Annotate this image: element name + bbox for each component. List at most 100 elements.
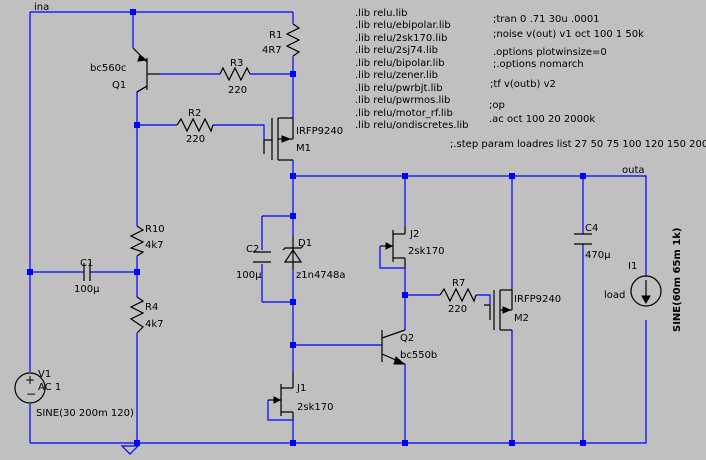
wires — [29, 11, 647, 444]
junction-dot — [580, 173, 586, 179]
lib-directive: .lib relu/bipolar.lib — [355, 58, 445, 69]
c2-capacitor[interactable] — [253, 251, 271, 263]
v1-value: AC 1 — [38, 382, 61, 393]
junction-dot — [402, 440, 408, 446]
c2-value: 100µ — [236, 270, 262, 281]
junction-dot — [290, 173, 296, 179]
lib-directive: .lib relu/ebipolar.lib — [355, 20, 451, 31]
v1-value2: SINE(30 200m 120) — [36, 408, 134, 419]
q1-ref: Q1 — [112, 80, 126, 91]
junction-dot — [402, 173, 408, 179]
wire-ground-to-i1 — [583, 320, 647, 444]
junction-dot — [134, 269, 140, 275]
net-label-ina: ina — [34, 2, 49, 13]
r4-value: 4k7 — [145, 319, 164, 330]
r3-value: 220 — [228, 85, 247, 96]
j1-jfet[interactable] — [268, 372, 294, 420]
c4-capacitor[interactable] — [574, 233, 592, 245]
r4-ref: R4 — [145, 302, 158, 313]
j1-ref: J1 — [296, 383, 306, 394]
junction-dot — [290, 299, 296, 305]
r1-value: 4R7 — [262, 45, 282, 56]
j2-value: 2sk170 — [408, 246, 444, 257]
i1-value2: SINE(60m 65m 1k) — [672, 227, 683, 332]
wire-outa — [293, 175, 647, 250]
wire-r2-to-m1 — [213, 124, 265, 140]
c1-ref: C1 — [80, 258, 93, 269]
wire-r7-to-m2 — [476, 294, 491, 305]
v1-ref: V1 — [38, 369, 51, 380]
op-directive: ;op — [489, 100, 505, 111]
q2-ref: Q2 — [400, 333, 414, 344]
m1-mosfet[interactable] — [263, 117, 294, 161]
junction-dot — [509, 440, 515, 446]
junction-dot — [27, 269, 33, 275]
r10-resistor[interactable] — [129, 225, 145, 257]
wire-j2-gate — [379, 246, 405, 269]
m2-value: IRFP9240 — [514, 294, 561, 305]
q1-transistor[interactable] — [132, 47, 160, 93]
lib-directive: .lib relu/zener.lib — [355, 70, 438, 81]
junction-dot — [402, 292, 408, 298]
svg-text:−: − — [26, 387, 36, 401]
junction-dot — [290, 213, 296, 219]
r2-value: 220 — [186, 134, 205, 145]
m2-mosfet[interactable] — [484, 289, 513, 331]
q1-value: bc560c — [90, 63, 126, 74]
r1-resistor[interactable] — [285, 23, 301, 57]
j2-jfet[interactable] — [380, 226, 406, 268]
junction-dot — [134, 122, 140, 128]
r7-resistor[interactable] — [439, 287, 477, 303]
i1-value: load — [604, 290, 625, 301]
d1-value: z1n4748a — [296, 270, 346, 281]
tf-directive: ;tf v(outb) v2 — [490, 79, 556, 90]
q2-value: bc550b — [400, 350, 437, 361]
lib-directive: .lib relu/ondiscretes.lib — [355, 120, 469, 131]
lib-directive: .lib relu/pwrbjt.lib — [355, 83, 443, 94]
i1-current-source[interactable] — [630, 275, 662, 307]
r7-value: 220 — [448, 304, 467, 315]
r10-ref: R10 — [145, 224, 165, 235]
lib-directive: .lib relu/2sj74.lib — [355, 45, 438, 56]
m1-value: IRFP9240 — [296, 126, 343, 137]
nomarch-directive: ;.options nomarch — [493, 59, 584, 70]
junction-dot — [509, 173, 515, 179]
lib-directive: .lib relu/2sk170.lib — [355, 33, 447, 44]
junction-dot — [290, 440, 296, 446]
c1-value: 100µ — [74, 284, 100, 295]
c2-ref: C2 — [246, 244, 259, 255]
ac-directive: .ac oct 100 20 2000k — [489, 114, 595, 125]
r3-resistor[interactable] — [219, 66, 251, 82]
component-labels: bc560c Q1 R1 4R7 R3 220 R2 220 IRFP9240 … — [36, 30, 683, 419]
wire-j1-gate — [267, 400, 293, 421]
c4-ref: C4 — [585, 223, 598, 234]
j2-ref: J2 — [409, 229, 419, 240]
j1-value: 2sk170 — [297, 402, 333, 413]
m1-ref: M1 — [296, 143, 311, 154]
r4-resistor[interactable] — [129, 296, 145, 334]
junction-dot — [580, 440, 586, 446]
lib-directive: .lib relu.lib — [355, 8, 408, 19]
lib-directive: .lib relu/motor_rf.lib — [355, 108, 453, 119]
r1-ref: R1 — [269, 30, 282, 41]
c1-capacitor[interactable] — [77, 263, 95, 281]
r10-value: 4k7 — [145, 240, 164, 251]
r3-ref: R3 — [230, 58, 243, 69]
d1-zener-diode[interactable] — [282, 236, 304, 270]
wire-q1-collector — [136, 85, 148, 226]
tran-directive: ;tran 0 .71 30u .0001 — [493, 14, 600, 25]
r2-resistor[interactable] — [176, 117, 214, 133]
d1-ref: D1 — [298, 238, 312, 249]
ground-icon — [120, 445, 140, 455]
junction-dot — [130, 9, 136, 15]
plotwinsize-directive: .options plotwinsize=0 — [493, 47, 607, 58]
junctions — [27, 9, 586, 446]
q2-transistor[interactable] — [381, 329, 406, 365]
spice-directives: .lib relu.lib .lib relu/ebipolar.lib .li… — [355, 8, 706, 150]
noise-directive: ;noise v(out) v1 oct 100 1 50k — [493, 29, 644, 40]
v1-voltage-source[interactable]: + − — [14, 372, 46, 404]
junction-dot — [134, 440, 140, 446]
c4-value: 470µ — [585, 250, 611, 261]
r2-ref: R2 — [188, 108, 201, 119]
